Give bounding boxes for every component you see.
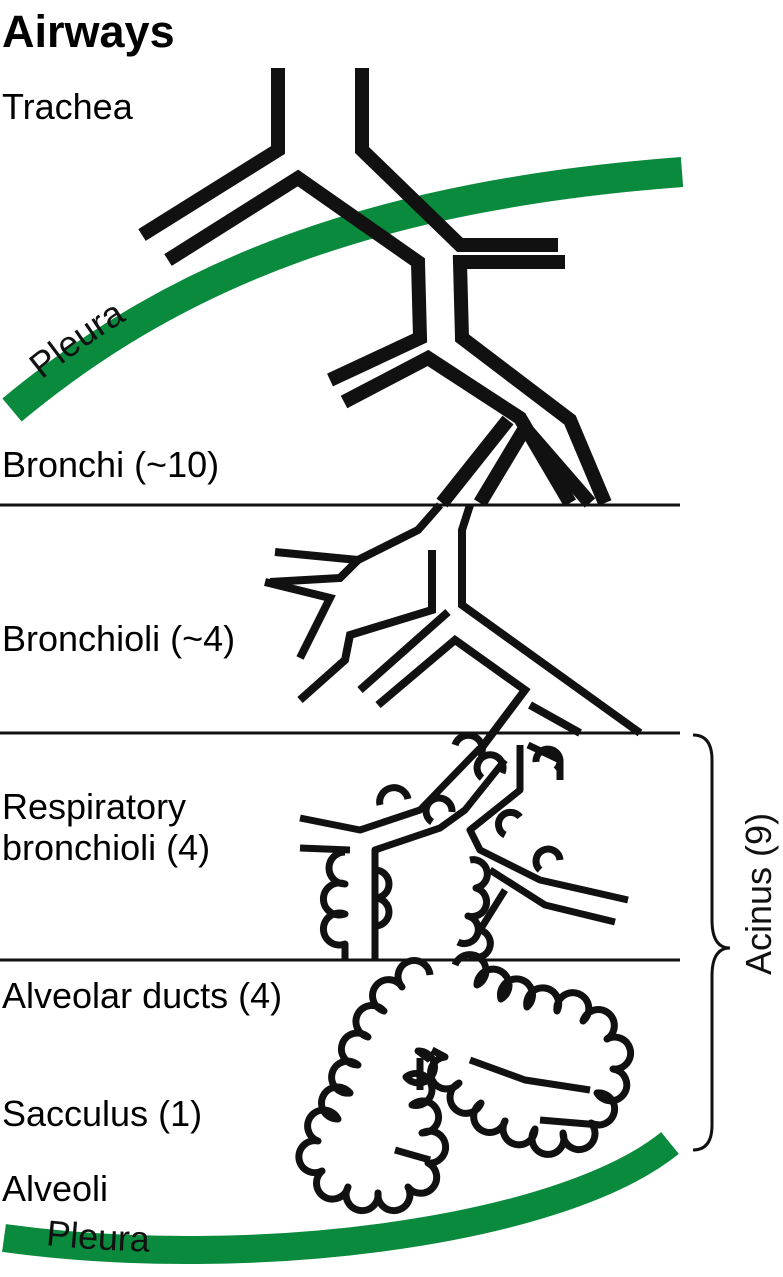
- label-respiratory-bronchioli: Respiratory bronchioli (4): [2, 786, 210, 869]
- acinus-label: Acinus (9): [738, 813, 779, 975]
- bronchi-walls: [138, 68, 612, 508]
- label-respiratory-line2: bronchioli (4): [2, 827, 211, 869]
- label-respiratory-line1: Respiratory: [2, 786, 187, 827]
- label-alveoli: Alveoli: [2, 1168, 109, 1209]
- alveolar-cluster-left: [295, 957, 450, 1215]
- pleura-upper: [2, 157, 684, 422]
- bronchioli-walls: [264, 502, 643, 753]
- pleura-lower: [2, 1132, 679, 1264]
- zone-dividers: [0, 503, 680, 962]
- label-alveolar-ducts: Alveolar ducts (4): [2, 975, 283, 1016]
- alveolar-cluster-right: [427, 951, 635, 1158]
- page-title: Airways: [2, 6, 175, 57]
- acinus-brace: [692, 733, 731, 1152]
- label-sacculus: Sacculus (1): [2, 1093, 203, 1134]
- label-bronchioli: Bronchioli (~4): [2, 618, 236, 659]
- pleura-label-lower: Pleura: [45, 1212, 152, 1259]
- acinus-walls: [295, 731, 635, 1215]
- label-bronchi: Bronchi (~10): [2, 444, 220, 485]
- label-trachea: Trachea: [2, 86, 133, 127]
